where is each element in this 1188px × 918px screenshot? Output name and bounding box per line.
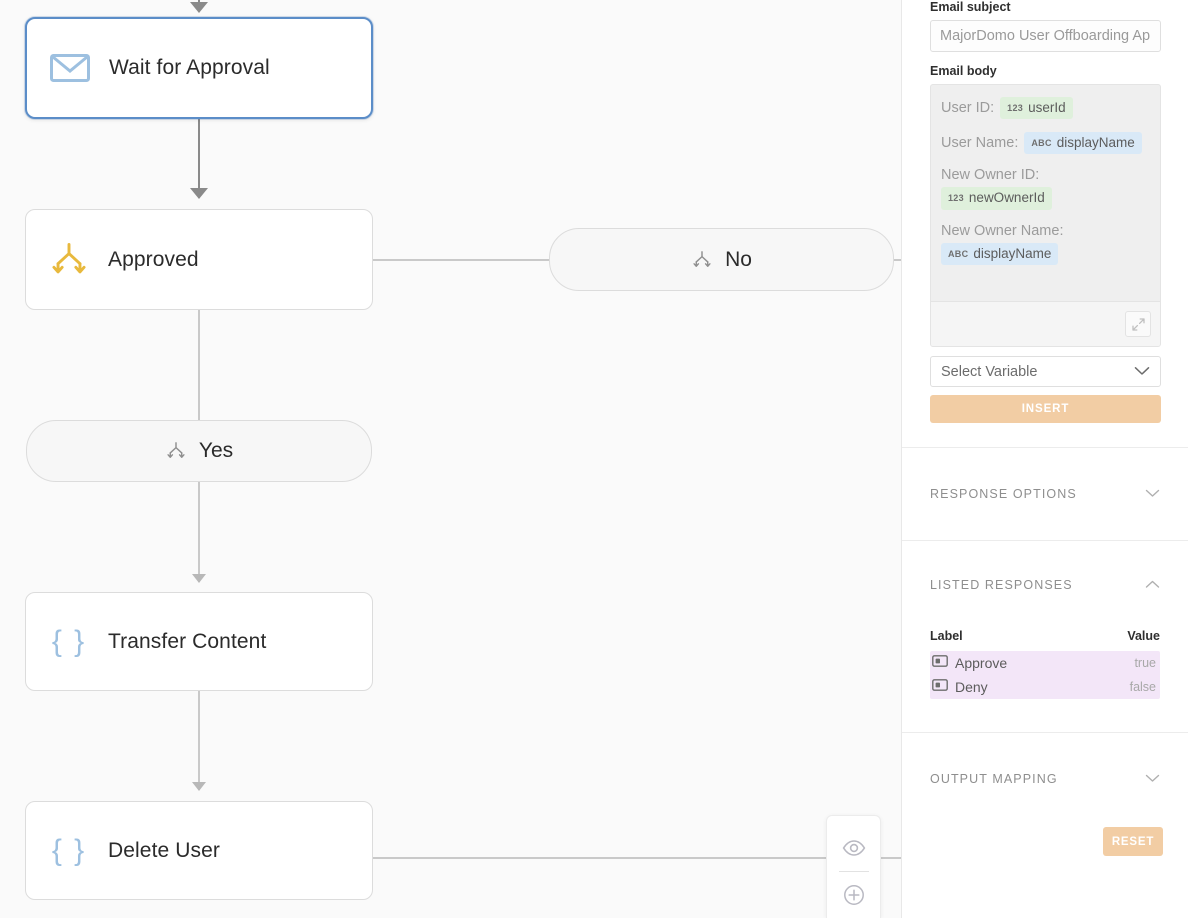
edge-approved-to-yes: [198, 303, 200, 421]
email-body-label: Email body: [930, 64, 997, 78]
edge-no-out: [893, 259, 901, 261]
select-variable-dropdown[interactable]: Select Variable: [930, 356, 1161, 387]
variable-token-displayname[interactable]: ABC displayName: [1024, 132, 1142, 155]
node-label: Transfer Content: [108, 629, 267, 653]
node-label: Delete User: [108, 838, 220, 862]
listed-responses-table: Approve true Deny false: [930, 651, 1160, 699]
response-value: false: [1129, 680, 1156, 694]
branch-pill-label: No: [725, 247, 752, 271]
token-type-tag: 123: [1007, 103, 1024, 114]
arrowhead-into-wait: [190, 2, 208, 13]
arrowhead-yes-to-transfer: [192, 574, 206, 583]
body-line: New Owner Name: ABC displayName: [941, 223, 1150, 265]
body-line: User ID: 123 userId: [941, 97, 1150, 120]
eye-icon[interactable]: [834, 830, 874, 866]
node-label: Wait for Approval: [109, 56, 270, 79]
branch-pill-label: Yes: [198, 439, 234, 462]
token-type-tag: ABC: [948, 248, 969, 259]
edge-yes-to-transfer: [198, 482, 200, 582]
node-approved[interactable]: Approved: [25, 209, 373, 310]
body-line: New Owner ID: 123 newOwnerId: [941, 167, 1150, 210]
toolbar-divider: [838, 871, 869, 872]
edge-transfer-to-delete: [198, 690, 200, 790]
table-row[interactable]: Deny false: [930, 675, 1160, 699]
token-name: displayName: [973, 245, 1052, 261]
button-icon: [932, 678, 948, 696]
email-subject-label: Email subject: [930, 0, 1011, 14]
curly-braces-icon: { }: [51, 624, 87, 658]
email-body-editor[interactable]: User ID: 123 userId User Name: ABC displ…: [930, 84, 1161, 347]
section-output-mapping[interactable]: OUTPUT MAPPING: [902, 733, 1188, 825]
body-line: User Name: ABC displayName: [941, 132, 1150, 155]
email-subject-group: Email subject MajorDomo User Offboarding…: [902, 0, 1188, 52]
branch-pill-no[interactable]: No: [549, 228, 894, 291]
divider: [902, 447, 1188, 448]
reset-button[interactable]: RESET: [1103, 827, 1163, 856]
plus-circle-icon[interactable]: [834, 877, 874, 913]
workflow-canvas[interactable]: Wait for Approval Approved: [0, 0, 901, 918]
envelope-icon: [49, 47, 91, 89]
edge-wait-to-approved: [198, 113, 200, 198]
chevron-down-icon: [1145, 488, 1160, 500]
section-response-options[interactable]: RESPONSE OPTIONS: [902, 448, 1188, 540]
select-variable-value: Select Variable: [941, 363, 1038, 380]
divider: [902, 732, 1188, 733]
variable-token-newownerid[interactable]: 123 newOwnerId: [941, 187, 1052, 210]
chevron-down-icon: [1134, 364, 1150, 380]
token-name: userId: [1028, 100, 1066, 115]
column-header-label: Label: [930, 629, 963, 643]
email-subject-input[interactable]: MajorDomo User Offboarding Ap: [930, 20, 1161, 52]
node-label: Approved: [108, 247, 199, 271]
response-value: true: [1134, 656, 1156, 670]
node-wait-for-approval[interactable]: Wait for Approval: [25, 17, 373, 119]
column-header-value: Value: [1127, 629, 1160, 643]
listed-responses-header: Label Value: [902, 629, 1188, 651]
body-line-text: User ID:: [941, 100, 995, 117]
token-type-tag: ABC: [1031, 138, 1052, 149]
node-transfer-content[interactable]: { } Transfer Content: [25, 592, 373, 691]
curly-braces-icon: { }: [51, 833, 87, 867]
canvas-toolbar: [826, 815, 881, 918]
arrowhead-wait-to-approved: [190, 188, 208, 199]
response-label: Deny: [955, 679, 988, 695]
section-title: LISTED RESPONSES: [930, 578, 1073, 592]
table-row[interactable]: Approve true: [930, 651, 1160, 675]
arrowhead-transfer-to-delete: [192, 782, 206, 791]
token-name: newOwnerId: [968, 190, 1045, 206]
branch-fork-icon: [48, 239, 90, 281]
body-line-text: New Owner Name:: [941, 222, 1064, 239]
chevron-down-icon: [1145, 773, 1160, 785]
node-delete-user[interactable]: { } Delete User: [25, 801, 373, 900]
email-body-footer: [931, 301, 1160, 346]
variable-token-newownername[interactable]: ABC displayName: [941, 242, 1059, 265]
branch-fork-icon: [165, 440, 187, 462]
section-listed-responses[interactable]: LISTED RESPONSES: [902, 541, 1188, 629]
edge-approved-to-no: [372, 259, 549, 261]
variable-token-userid[interactable]: 123 userId: [1000, 97, 1073, 120]
divider: [902, 540, 1188, 541]
response-label: Approve: [955, 655, 1008, 671]
token-type-tag: 123: [948, 193, 964, 204]
insert-button[interactable]: INSERT: [930, 395, 1161, 423]
branch-pill-yes[interactable]: Yes: [26, 420, 372, 482]
body-line-text: New Owner ID:: [941, 167, 1040, 184]
button-icon: [932, 654, 948, 672]
properties-sidebar: Email subject MajorDomo User Offboarding…: [901, 0, 1188, 918]
section-title: OUTPUT MAPPING: [930, 772, 1058, 786]
email-body-group: Email body User ID: 123 userId User Name…: [902, 64, 1188, 423]
edge-delete-out: [372, 857, 901, 859]
token-name: displayName: [1056, 135, 1135, 151]
body-line-text: User Name:: [941, 135, 1019, 152]
chevron-up-icon: [1145, 579, 1160, 591]
branch-fork-icon: [691, 249, 713, 271]
section-title: RESPONSE OPTIONS: [930, 487, 1077, 501]
expand-icon[interactable]: [1125, 311, 1151, 337]
